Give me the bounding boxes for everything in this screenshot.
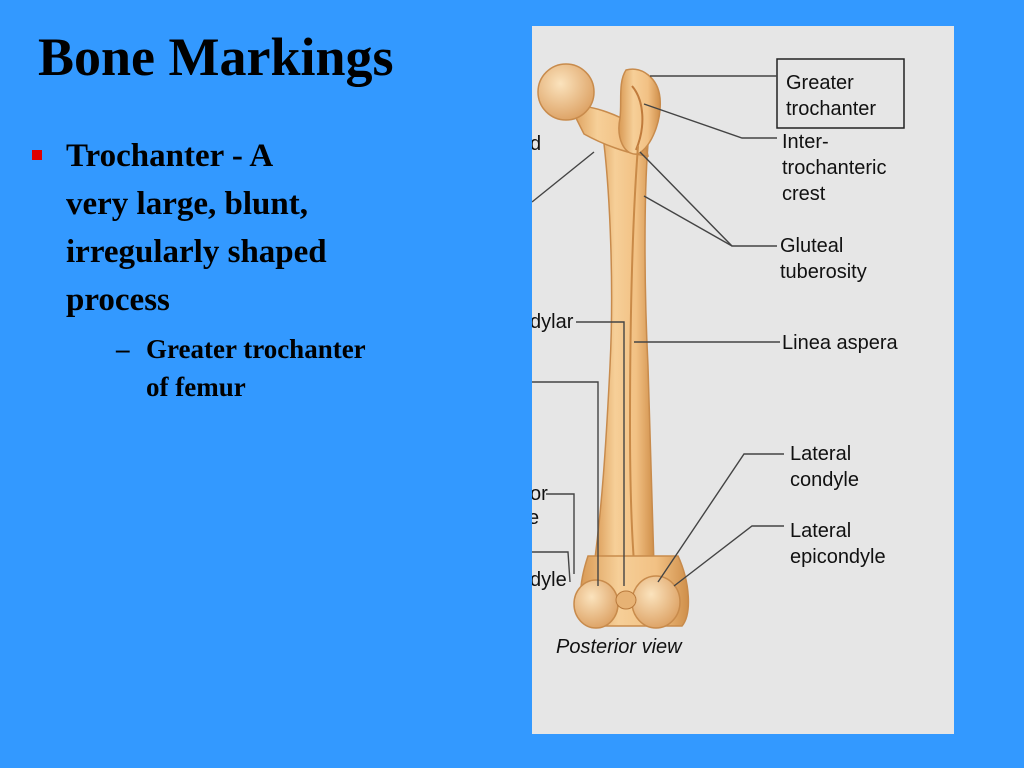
label-line: crest xyxy=(782,183,826,205)
cropped-label-bottom: dyle xyxy=(532,569,567,591)
cropped-label-lower2: e xyxy=(532,507,539,529)
medial-condyle-shape xyxy=(573,579,619,629)
label-line: Linea aspera xyxy=(782,332,899,354)
leader-left-4 xyxy=(546,493,575,574)
leader-gluteal-tuberosity-2 xyxy=(643,195,733,247)
intertrochanteric-ridge xyxy=(631,85,644,151)
bullet-marker xyxy=(32,150,42,160)
bullet-trochanter-definition: Trochanter - A very large, blunt, irregu… xyxy=(30,132,390,406)
leader-left-3 xyxy=(532,381,599,586)
cropped-label-mid: dylar xyxy=(532,311,574,333)
femur-figure: Greater trochanter Inter- trochanteric c… xyxy=(532,26,954,734)
label-line: Gluteal xyxy=(780,235,843,257)
label-line: Inter- xyxy=(782,131,829,153)
greater-trochanter-callout-box xyxy=(776,58,905,129)
femur-diagram: Greater trochanter Inter- trochanteric c… xyxy=(532,58,905,658)
leader-left-2 xyxy=(576,321,625,586)
figure-caption: Posterior view xyxy=(556,636,683,658)
bullet-line: irregularly shaped xyxy=(66,234,327,270)
label-intertrochanteric-crest: Inter- trochanteric crest xyxy=(782,131,892,205)
femur-head xyxy=(537,63,595,121)
label-greater-trochanter: Greater trochanter xyxy=(786,72,876,120)
slide-title: Bone Markings xyxy=(38,27,394,87)
leader-left-1 xyxy=(532,151,595,203)
leader-intertrochanteric-crest xyxy=(643,103,777,139)
lateral-condyle-shape xyxy=(631,575,681,629)
leader-left-5 xyxy=(532,551,571,583)
intercondylar-notch xyxy=(615,590,637,610)
sub-bullet-greater-trochanter: – Greater trochanter of femur xyxy=(66,330,390,406)
label-line: trochanter xyxy=(786,98,876,120)
sub-bullet-dash: – xyxy=(116,334,130,364)
linea-aspera-ridge xyxy=(628,145,639,587)
label-lateral-epicondyle: Lateral epicondyle xyxy=(790,520,886,568)
label-line: tuberosity xyxy=(780,261,867,283)
bullet-line: Trochanter - A xyxy=(66,138,274,174)
leader-lateral-epicondyle xyxy=(673,525,784,587)
sub-bullet-line: Greater trochanter xyxy=(146,334,366,364)
bullet-line: very large, blunt, xyxy=(66,186,308,222)
label-line: Greater xyxy=(786,72,854,94)
label-line: Lateral xyxy=(790,520,851,542)
label-line: condyle xyxy=(790,469,859,491)
cropped-label-top: d xyxy=(532,133,541,155)
label-lateral-condyle: Lateral condyle xyxy=(790,443,859,491)
sub-bullet-line: of femur xyxy=(146,372,246,402)
bullet-line: process xyxy=(66,282,170,318)
bullet-list: Trochanter - A very large, blunt, irregu… xyxy=(30,132,390,406)
label-gluteal-tuberosity: Gluteal tuberosity xyxy=(780,235,867,283)
cropped-label-lower: or xyxy=(532,483,548,505)
label-line: trochanteric xyxy=(782,157,887,179)
leader-lateral-condyle xyxy=(657,453,784,583)
label-linea-aspera: Linea aspera xyxy=(782,332,899,354)
label-line: epicondyle xyxy=(790,546,886,568)
label-line: Lateral xyxy=(790,443,851,465)
